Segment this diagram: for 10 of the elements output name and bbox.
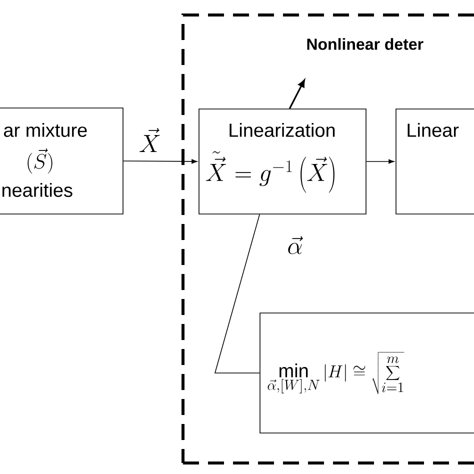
process-box: Linear xyxy=(396,108,474,214)
edge-label: $\vec{X}$ xyxy=(138,127,162,154)
connector-line xyxy=(214,214,260,374)
arrow xyxy=(288,80,305,109)
process-box: ar mixture $(\vec{S})$ nearities xyxy=(0,108,124,214)
process-box: Linearization $\tilde{\vec{X}} = g^{-1}\left(\vec{X}\right)$ xyxy=(198,108,366,214)
arrow xyxy=(366,159,394,164)
process-box: $\min_{\vec{\alpha},[W],N}\left|H\right|\cong\sqrt{\sum_{i=1}^{m}}$ xyxy=(260,312,474,434)
arrow xyxy=(123,159,198,164)
edge-label: $\vec{\alpha}$ xyxy=(286,235,304,255)
